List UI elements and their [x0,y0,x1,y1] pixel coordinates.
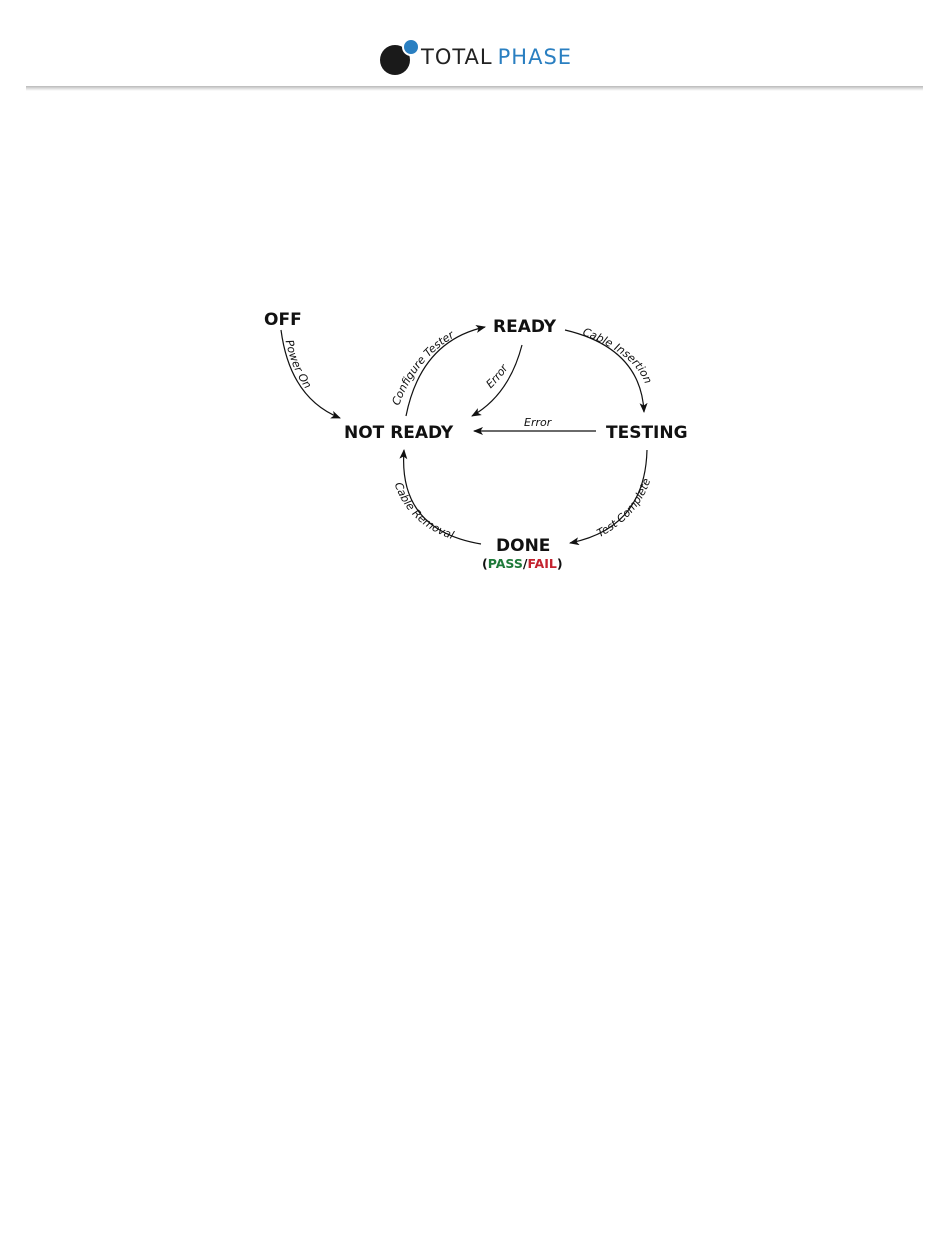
done-result-pass: PASS [488,556,523,571]
label-test-complete: Test Complete [595,476,654,540]
state-done: DONE [496,536,550,556]
label-error-ready: Error [483,361,511,391]
done-result-close-paren: ) [557,556,563,571]
state-off: OFF [264,310,302,330]
label-power-on: Power On [283,339,315,391]
done-result: (PASS/FAIL) [482,556,563,571]
done-result-fail: FAIL [527,556,556,571]
state-ready: READY [493,317,557,337]
label-cable-insertion: Cable Insertion [581,325,655,385]
label-error-testing: Error [524,416,553,429]
state-not-ready: NOT READY [344,423,454,443]
label-cable-removal: Cable Removal [392,480,456,541]
state-testing: TESTING [606,423,688,443]
label-configure-tester: Configure Tester [389,328,457,408]
